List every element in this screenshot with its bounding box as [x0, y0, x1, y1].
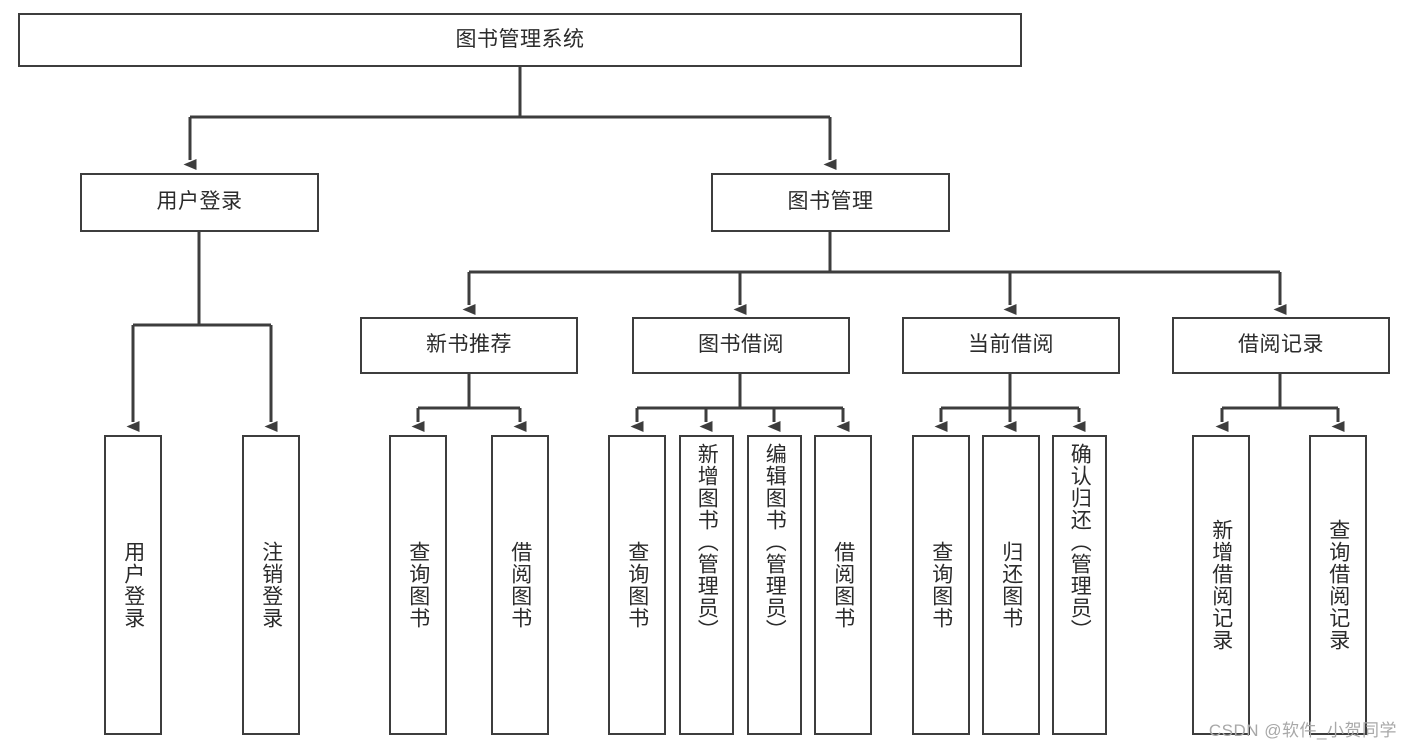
leaf-query-borrow-record[interactable]: 查询借阅记录: [1309, 435, 1367, 735]
node-current-borrowing[interactable]: 当前借阅: [902, 317, 1120, 374]
node-label: 编辑图书（管理员）: [763, 443, 787, 641]
leaf-add-borrow-record[interactable]: 新增借阅记录: [1192, 435, 1250, 735]
leaf-logout[interactable]: 注销登录: [242, 435, 300, 735]
node-label: 用户登录: [156, 190, 243, 214]
node-label: 新增借阅记录: [1209, 519, 1233, 651]
leaf-query-books-borrow[interactable]: 查询图书: [608, 435, 666, 735]
node-label: 查询图书: [406, 541, 430, 629]
node-root-system[interactable]: 图书管理系统: [18, 13, 1022, 67]
node-user-login-module[interactable]: 用户登录: [80, 173, 319, 232]
node-label: 借阅图书: [831, 541, 855, 629]
node-label: 图书管理: [787, 190, 874, 214]
node-label: 查询借阅记录: [1326, 519, 1350, 651]
leaf-add-book-admin[interactable]: 新增图书（管理员）: [679, 435, 734, 735]
node-label: 用户登录: [121, 541, 145, 629]
node-label: 归还图书: [999, 541, 1023, 629]
node-borrowing-records[interactable]: 借阅记录: [1172, 317, 1390, 374]
node-label: 新书推荐: [426, 333, 512, 357]
leaf-user-login[interactable]: 用户登录: [104, 435, 162, 735]
node-new-book-recommendation[interactable]: 新书推荐: [360, 317, 578, 374]
node-label: 当前借阅: [968, 333, 1054, 357]
leaf-borrow-books-recommend[interactable]: 借阅图书: [491, 435, 549, 735]
leaf-edit-book-admin[interactable]: 编辑图书（管理员）: [747, 435, 802, 735]
node-label: 查询图书: [625, 541, 649, 629]
node-book-management-module[interactable]: 图书管理: [711, 173, 950, 232]
node-label: 注销登录: [259, 541, 283, 629]
node-label: 新增图书（管理员）: [695, 443, 719, 641]
leaf-return-books[interactable]: 归还图书: [982, 435, 1040, 735]
leaf-query-books-recommend[interactable]: 查询图书: [389, 435, 447, 735]
node-label: 借阅记录: [1238, 333, 1324, 357]
node-label: 确认归还（管理员）: [1068, 443, 1092, 641]
leaf-query-books-current[interactable]: 查询图书: [912, 435, 970, 735]
node-label: 查询图书: [929, 541, 953, 629]
node-label: 借阅图书: [508, 541, 532, 629]
watermark-text: CSDN @软件_小贺同学: [1208, 721, 1397, 740]
node-book-borrowing[interactable]: 图书借阅: [632, 317, 850, 374]
node-label: 图书管理系统: [455, 27, 585, 51]
node-label: 图书借阅: [698, 333, 784, 357]
leaf-confirm-return-admin[interactable]: 确认归还（管理员）: [1052, 435, 1107, 735]
leaf-borrow-books-borrow[interactable]: 借阅图书: [814, 435, 872, 735]
